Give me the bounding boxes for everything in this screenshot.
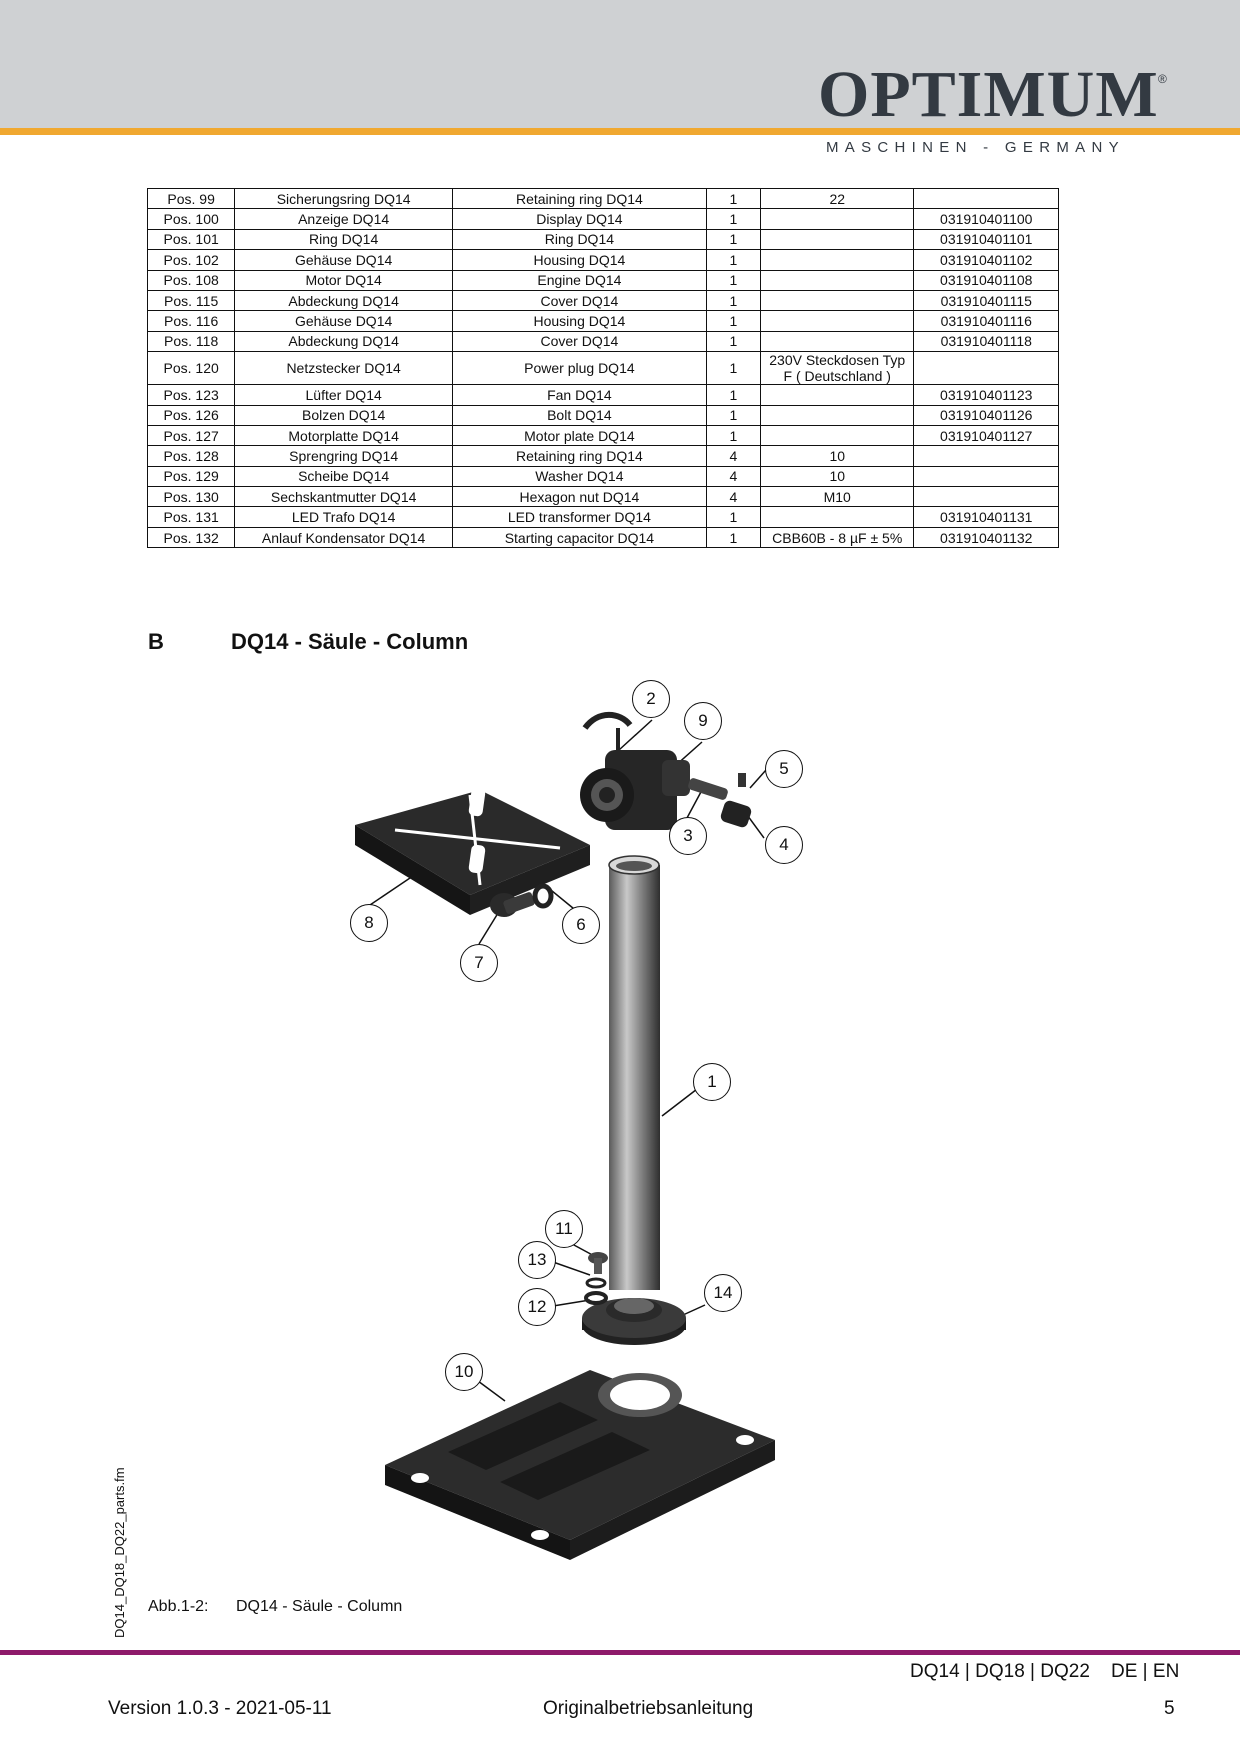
callout-11: 11 [545, 1210, 583, 1248]
footer-models: DQ14 | DQ18 | DQ22 DE | EN [910, 1661, 1180, 1682]
table-cell: Pos. 100 [146, 208, 236, 230]
callout-9: 9 [684, 702, 722, 740]
registered-mark: ® [1158, 72, 1167, 86]
table-cell: Scheibe DQ14 [234, 465, 453, 488]
handle-parts [688, 773, 752, 828]
table-cell: 031910401118 [913, 330, 1059, 353]
table-cell: Pos. 115 [146, 289, 236, 312]
table-cell [759, 330, 915, 353]
table-cell: Lüfter DQ14 [234, 384, 453, 406]
brand-logo: OPTIMUM [818, 58, 1159, 131]
table-cell: 1 [705, 526, 761, 549]
callout-10: 10 [445, 1353, 483, 1391]
figure-caption-label: Abb.1-2: [148, 1598, 209, 1615]
callout-13: 13 [518, 1241, 556, 1279]
base-plate-part [385, 1370, 775, 1560]
table-cell: Pos. 120 [146, 351, 236, 386]
callout-1: 1 [693, 1063, 731, 1101]
table-cell: Hexagon nut DQ14 [451, 486, 707, 508]
callout-7: 7 [460, 944, 498, 982]
callout-3: 3 [669, 817, 707, 855]
table-cell: Bolt DQ14 [451, 404, 707, 426]
table-cell: Pos. 132 [146, 526, 236, 549]
table-cell: 031910401126 [913, 404, 1059, 426]
table-cell: Pos. 116 [146, 310, 236, 332]
table-cell: 031910401123 [913, 384, 1059, 406]
table-cell: 4 [705, 465, 761, 488]
table-cell: Power plug DQ14 [451, 351, 707, 386]
table-cell: Pos. 123 [146, 384, 236, 406]
side-filename: DQ14_DQ18_DQ22_parts.fm [112, 1467, 127, 1638]
callout-2: 2 [632, 680, 670, 718]
table-cell: 230V Steckdosen Typ F ( Deutschland ) [759, 351, 915, 386]
table-cell: Abdeckung DQ14 [234, 330, 453, 353]
table-cell: Pos. 126 [146, 404, 236, 426]
table-cell: Pos. 127 [146, 424, 236, 447]
clamp-housing-part [580, 711, 690, 830]
page-number: 5 [1164, 1698, 1175, 1719]
table-cell: CBB60B - 8 µF ± 5% [759, 526, 915, 549]
table-cell: Ring DQ14 [451, 228, 707, 251]
callout-4: 4 [765, 826, 803, 864]
table-cell: 031910401116 [913, 310, 1059, 332]
header-accent-stripe [0, 128, 1240, 135]
table-cell: Retaining ring DQ14 [451, 187, 707, 210]
table-cell: Cover DQ14 [451, 330, 707, 353]
footer-divider [0, 1650, 1240, 1655]
footer-version: Version 1.0.3 - 2021-05-11 [108, 1698, 332, 1719]
callout-12: 12 [518, 1288, 556, 1326]
header-band [0, 0, 1240, 130]
table-cell: Pos. 118 [146, 330, 236, 353]
screw-washer-parts [584, 1252, 608, 1305]
footer-document-type: Originalbetriebsanleitung [543, 1698, 754, 1719]
column-tube-part [608, 855, 660, 1290]
table-cell [913, 351, 1059, 386]
table-cell: Motor plate DQ14 [451, 424, 707, 447]
table-cell: 031910401101 [913, 228, 1059, 251]
section-title: DQ14 - Säule - Column [231, 629, 469, 654]
callout-8: 8 [350, 904, 388, 942]
table-cell: 031910401100 [913, 208, 1059, 230]
callout-6: 6 [562, 906, 600, 944]
table-cell: 031910401132 [913, 526, 1059, 549]
table-cell: 031910401127 [913, 424, 1059, 447]
table-cell: Motor DQ14 [234, 269, 453, 291]
table-cell: Anlauf Kondensator DQ14 [234, 526, 453, 549]
callout-5: 5 [765, 750, 803, 788]
table-cell: Pos. 129 [146, 465, 236, 488]
table-cell: Pos. 130 [146, 486, 236, 508]
callout-14: 14 [704, 1274, 742, 1312]
bolt-washer-parts [490, 883, 554, 917]
table-cell: Pos. 99 [146, 187, 236, 210]
brand-tagline: MASCHINEN - GERMANY [826, 139, 1125, 156]
table-cell: 1 [705, 330, 761, 353]
column-flange-part [582, 1298, 686, 1345]
table-cell: Starting capacitor DQ14 [451, 526, 707, 549]
section-letter: B [148, 629, 164, 654]
table-bracket-part [355, 787, 590, 915]
figure-caption-title: DQ14 - Säule - Column [236, 1598, 403, 1615]
table-cell: Pos. 108 [146, 269, 236, 291]
table-cell: Retaining ring DQ14 [451, 445, 707, 467]
